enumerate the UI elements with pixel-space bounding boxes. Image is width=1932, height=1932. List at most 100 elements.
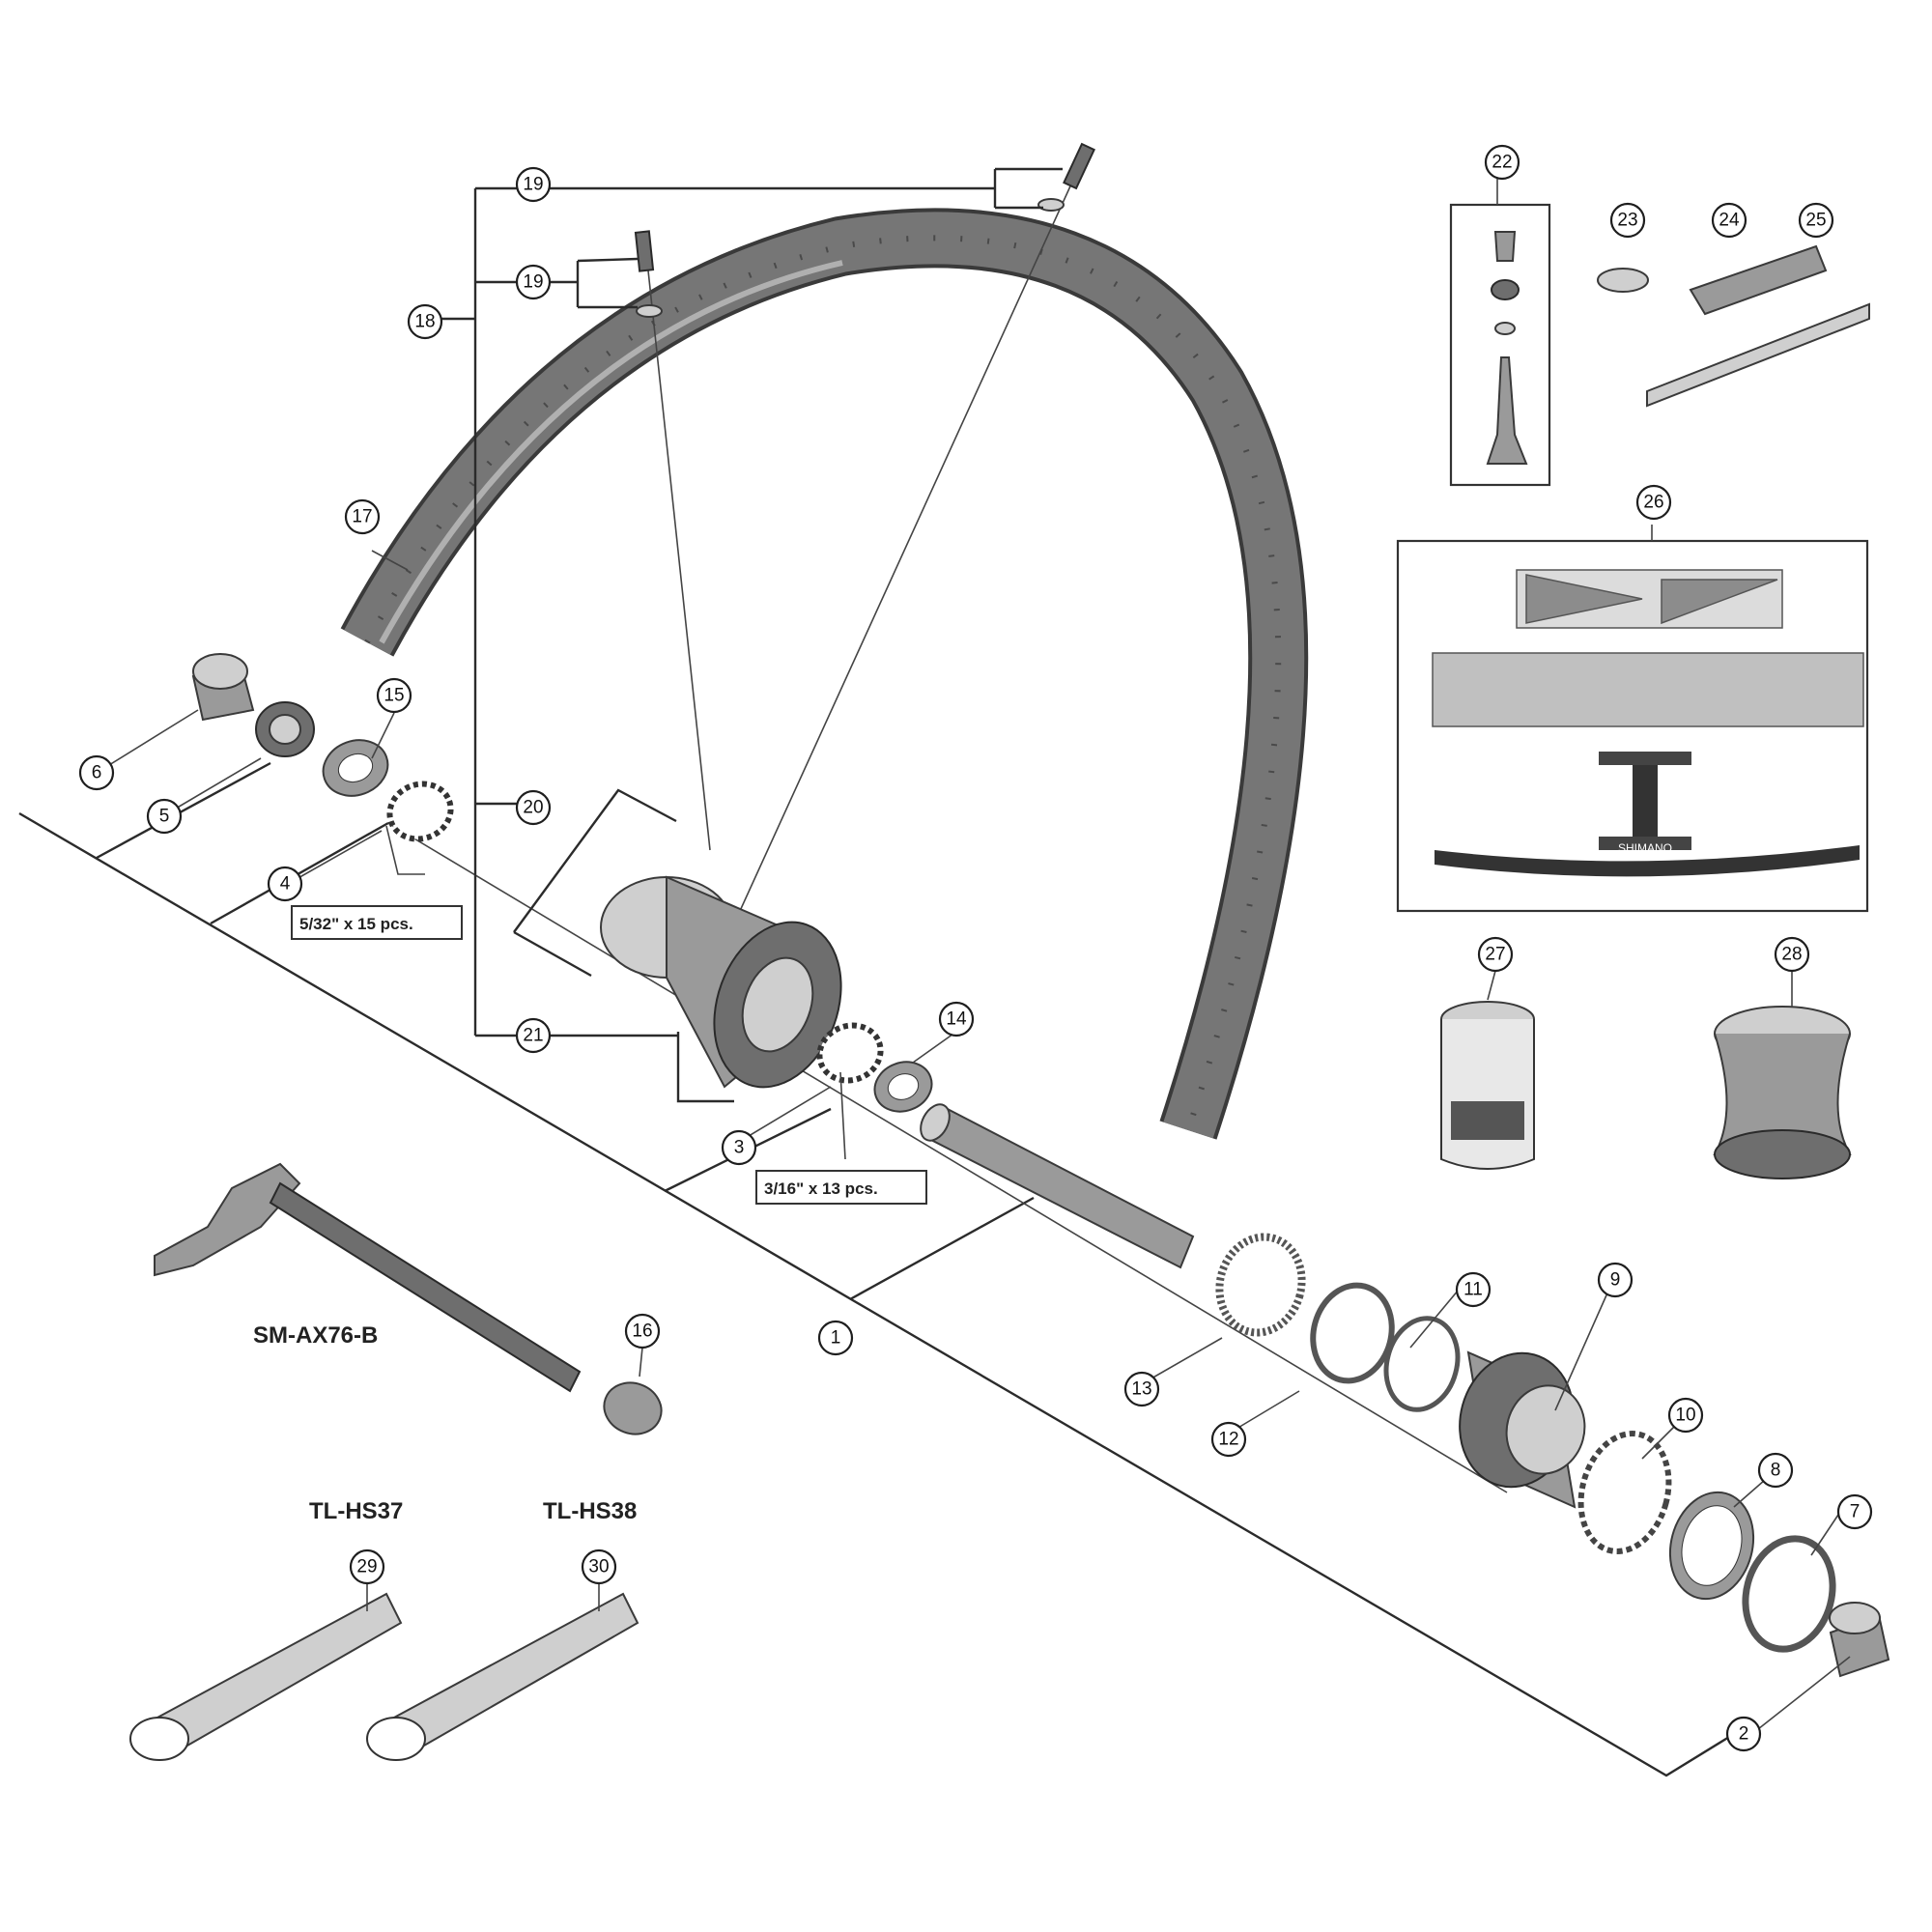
- callout-number: 10: [1675, 1406, 1695, 1426]
- callout-28: 28: [1774, 936, 1810, 973]
- note-front-balls: 3/16" x 13 pcs.: [764, 1179, 878, 1198]
- callout-11: 11: [1455, 1271, 1492, 1308]
- callout-19: 19: [515, 166, 552, 203]
- callout-number: 19: [523, 272, 543, 293]
- callout-14: 14: [938, 1001, 975, 1037]
- hub-wrenches: [129, 1592, 639, 1761]
- callout-circle: [146, 798, 183, 835]
- callout-number: 2: [1739, 1724, 1749, 1745]
- callout-circle: [581, 1548, 617, 1585]
- callout-number: 20: [523, 798, 543, 818]
- callout-number: 14: [946, 1009, 967, 1030]
- end-cap-adapter: [1713, 1006, 1852, 1179]
- callout-number: 6: [92, 763, 102, 783]
- assembly-guide-lines: [18, 761, 1735, 1777]
- callout-circle: [349, 1548, 385, 1585]
- callout-circle: [1725, 1716, 1762, 1752]
- callout-circle: [1123, 1371, 1160, 1407]
- hub-axle: [920, 1103, 1195, 1269]
- callout-number: 5: [159, 807, 170, 827]
- callout-7: 7: [1836, 1493, 1873, 1530]
- callout-number: 26: [1643, 493, 1663, 513]
- freehub-parts: [1215, 1233, 1890, 1678]
- group-brackets: [425, 167, 1063, 1103]
- callout-number: 23: [1617, 211, 1637, 231]
- callout-circle: [1667, 1397, 1704, 1434]
- callout-circle: [1757, 1452, 1794, 1489]
- callout-number: 24: [1719, 211, 1740, 231]
- callout-number: 30: [588, 1557, 609, 1577]
- callout-number: 27: [1485, 945, 1505, 965]
- rim: [340, 208, 1309, 1140]
- callout-circle: [407, 303, 443, 340]
- callout-circle: [78, 754, 115, 791]
- note-box-rear-balls: [291, 905, 463, 940]
- callout-number: 13: [1131, 1379, 1151, 1400]
- callout-29: 29: [349, 1548, 385, 1585]
- thru-axle: [154, 1162, 663, 1435]
- left-bearing-parts: [191, 653, 454, 842]
- callout-circle: [1477, 936, 1514, 973]
- callout-6: 6: [78, 754, 115, 791]
- callout-17: 17: [344, 498, 381, 535]
- callout-number: 17: [352, 507, 372, 527]
- callout-18: 18: [407, 303, 443, 340]
- callout-number: 11: [1463, 1280, 1483, 1300]
- callout-26: 26: [1635, 484, 1672, 521]
- callout-number: 22: [1492, 153, 1512, 173]
- callout-27: 27: [1477, 936, 1514, 973]
- callout-22: 22: [1484, 144, 1520, 181]
- callout-number: 7: [1850, 1502, 1861, 1522]
- callout-2: 2: [1725, 1716, 1762, 1752]
- small-accessories: [1597, 244, 1870, 408]
- note-box-front-balls: [755, 1170, 927, 1205]
- callout-circle: [1774, 936, 1810, 973]
- callout-20: 20: [515, 789, 552, 826]
- callout-circle: [515, 1017, 552, 1054]
- hub-shell: [600, 875, 842, 1089]
- tool-29-model-label: TL-HS37: [309, 1498, 403, 1524]
- callout-23: 23: [1609, 202, 1646, 239]
- callout-circle: [1711, 202, 1747, 239]
- axle-model-label: SM-AX76-B: [253, 1322, 378, 1349]
- callout-number: 15: [384, 686, 404, 706]
- callout-number: 19: [523, 175, 543, 195]
- callout-number: 1: [831, 1328, 841, 1349]
- callout-circle: [344, 498, 381, 535]
- callout-circle: [1210, 1421, 1247, 1458]
- callout-number: 4: [280, 874, 291, 895]
- callout-25: 25: [1798, 202, 1834, 239]
- callout-1: 1: [817, 1320, 854, 1356]
- callout-number: 28: [1781, 945, 1802, 965]
- right-bearing-parts: [816, 1022, 933, 1113]
- callout-19-2: 19: [515, 264, 552, 300]
- callout-8: 8: [1757, 1452, 1794, 1489]
- spoke-nipple-left: [634, 230, 655, 272]
- grease-tub: [1440, 1001, 1535, 1170]
- callout-circle: [1798, 202, 1834, 239]
- callout-circle: [515, 264, 552, 300]
- callout-number: 12: [1218, 1430, 1238, 1450]
- callout-number: 8: [1771, 1461, 1781, 1481]
- callout-15: 15: [376, 677, 412, 714]
- callout-24: 24: [1711, 202, 1747, 239]
- callout-circle: [1597, 1262, 1634, 1298]
- callout-21: 21: [515, 1017, 552, 1054]
- callout-5: 5: [146, 798, 183, 835]
- valve-kit: [1449, 203, 1551, 487]
- decal-brand-text: SHIMANO: [1618, 841, 1672, 855]
- callout-4: 4: [267, 866, 303, 902]
- callout-number: 18: [414, 312, 435, 332]
- callout-9: 9: [1597, 1262, 1634, 1298]
- callout-number: 25: [1805, 211, 1826, 231]
- nipple-washer-right: [1037, 198, 1065, 212]
- callout-number: 3: [734, 1138, 745, 1158]
- callout-circle: [938, 1001, 975, 1037]
- callout-number: 16: [632, 1321, 652, 1342]
- callout-circle: [1484, 144, 1520, 181]
- callout-circle: [817, 1320, 854, 1356]
- note-rear-balls: 5/32" x 15 pcs.: [299, 915, 413, 933]
- decal-set: SHIMANO: [1396, 539, 1869, 913]
